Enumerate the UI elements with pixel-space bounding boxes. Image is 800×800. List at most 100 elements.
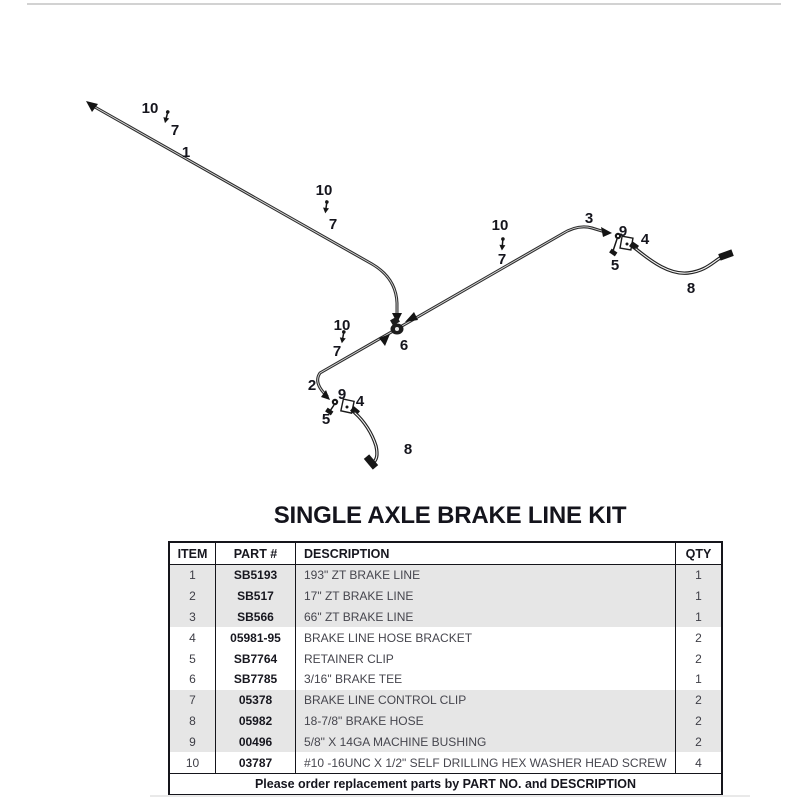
brake-tee-fitting	[390, 316, 404, 335]
callout-label: 10	[334, 317, 351, 334]
table-row: 10 03787 #10 -16UNC X 1/2" SELF DRILLING…	[170, 752, 721, 773]
header-qty: QTY	[675, 543, 721, 564]
table-row: 9 00496 5/8" X 14GA MACHINE BUSHING 2	[170, 731, 721, 753]
part-number-cell: SB517	[215, 585, 295, 607]
item-cell: 8	[189, 713, 196, 728]
qty-cell: 4	[675, 752, 721, 773]
table-row: 2 SB517 17" ZT BRAKE LINE 1	[170, 585, 721, 607]
description-cell: 3/16" BRAKE TEE	[295, 668, 675, 690]
callout-label: 2	[308, 377, 316, 394]
callout-label: 7	[333, 343, 341, 360]
callout-label: 10	[142, 100, 159, 117]
table-body: 1 SB5193 193" ZT BRAKE LINE 1 2 SB517 17…	[170, 565, 721, 773]
arrow-to-clip	[601, 227, 612, 237]
screw-icon	[498, 236, 507, 252]
callout-label: 10	[316, 182, 333, 199]
callout-label: 5	[611, 257, 619, 274]
qty-cell: 1	[675, 565, 721, 586]
part-number-cell: 05981-95	[215, 627, 295, 649]
page-title: SINGLE AXLE BRAKE LINE KIT	[273, 502, 627, 529]
item-cell: 6	[189, 672, 196, 687]
part-number-cell: SB566	[215, 606, 295, 628]
brake-line-2-3	[316, 225, 612, 400]
item-cell: 9	[189, 734, 196, 749]
callout-label: 7	[329, 216, 337, 233]
table-footer-note: Please order replacement parts by PART N…	[170, 772, 721, 794]
hose-fitting	[363, 454, 379, 470]
header-part-number: PART #	[215, 543, 295, 564]
description-cell: BRAKE LINE CONTROL CLIP	[295, 689, 675, 711]
table-row: 7 05378 BRAKE LINE CONTROL CLIP 2	[170, 689, 721, 711]
qty-cell: 2	[675, 731, 721, 753]
description-cell: 5/8" X 14GA MACHINE BUSHING	[295, 731, 675, 753]
description-cell: 66" ZT BRAKE LINE	[295, 606, 675, 628]
table-row: 6 SB7785 3/16" BRAKE TEE 1	[170, 668, 721, 690]
hose-fitting	[718, 249, 734, 261]
right-hose-assembly	[609, 232, 734, 275]
part-number-cell: 05378	[215, 689, 295, 711]
table-header-row: ITEM PART # DESCRIPTION QTY	[170, 543, 721, 565]
line-end-arrow	[86, 101, 98, 112]
brake-line-diagram: 10 7 1 10 7 10 7 10 7 3 9 4 5 8 6 2 9 4 …	[86, 100, 734, 470]
part-number-cell: SB7764	[215, 648, 295, 669]
callout-label: 8	[404, 441, 412, 458]
qty-cell: 2	[675, 648, 721, 669]
table-row: 1 SB5193 193" ZT BRAKE LINE 1	[170, 565, 721, 586]
part-number-cell: SB7785	[215, 668, 295, 690]
qty-cell: 1	[675, 606, 721, 628]
callout-label: 7	[498, 251, 506, 268]
brake-line-1	[86, 101, 402, 323]
retainer-clip	[325, 407, 334, 416]
item-cell: 2	[189, 589, 196, 604]
arrow-to-tee	[405, 312, 418, 322]
qty-cell: 1	[675, 585, 721, 607]
description-cell: 193" ZT BRAKE LINE	[295, 565, 675, 586]
table-row: 8 05982 18-7/8" BRAKE HOSE 2	[170, 710, 721, 732]
part-number-cell: SB5193	[215, 565, 295, 586]
brake-hose	[634, 247, 722, 275]
header-item: ITEM	[177, 546, 208, 561]
screw-icon	[161, 108, 172, 125]
item-cell: 10	[185, 755, 200, 770]
callout-label: 6	[400, 337, 408, 354]
description-cell: RETAINER CLIP	[295, 648, 675, 669]
item-cell: 3	[189, 609, 196, 624]
callout-label: 7	[171, 122, 179, 139]
item-cell: 4	[189, 630, 196, 645]
description-cell: BRAKE LINE HOSE BRACKET	[295, 627, 675, 649]
qty-cell: 1	[675, 668, 721, 690]
callout-label: 4	[641, 231, 650, 248]
callout-label: 9	[338, 386, 346, 403]
description-cell: #10 -16UNC X 1/2" SELF DRILLING HEX WASH…	[295, 752, 675, 773]
table-row: 3 SB566 66" ZT BRAKE LINE 1	[170, 606, 721, 628]
callout-label: 8	[687, 280, 695, 297]
callout-label: 1	[182, 144, 190, 161]
retainer-clip	[609, 248, 618, 257]
part-number-cell: 05982	[215, 710, 295, 732]
page-edge-line	[150, 795, 750, 797]
item-cell: 1	[189, 568, 196, 583]
page-edge-line	[27, 3, 781, 5]
description-cell: 18-7/8" BRAKE HOSE	[295, 710, 675, 732]
arrow-to-tee	[379, 334, 390, 346]
table-row: 5 SB7764 RETAINER CLIP 2	[170, 648, 721, 669]
callout-label: 4	[356, 393, 365, 410]
arrow-to-clip	[321, 390, 330, 400]
item-cell: 5	[189, 651, 196, 666]
item-cell: 7	[189, 693, 196, 708]
table-row: 4 05981-95 BRAKE LINE HOSE BRACKET 2	[170, 627, 721, 649]
callout-label: 9	[619, 223, 627, 240]
screw-icon	[321, 199, 331, 215]
header-description: DESCRIPTION	[295, 543, 675, 564]
callout-label: 3	[585, 210, 593, 227]
qty-cell: 2	[675, 627, 721, 649]
callout-label: 5	[322, 411, 330, 428]
description-cell: 17" ZT BRAKE LINE	[295, 585, 675, 607]
left-hose-assembly	[325, 398, 379, 470]
part-number-cell: 00496	[215, 731, 295, 753]
qty-cell: 2	[675, 710, 721, 732]
parts-table: ITEM PART # DESCRIPTION QTY 1 SB5193 193…	[168, 541, 723, 796]
part-number-cell: 03787	[215, 752, 295, 773]
qty-cell: 2	[675, 689, 721, 711]
